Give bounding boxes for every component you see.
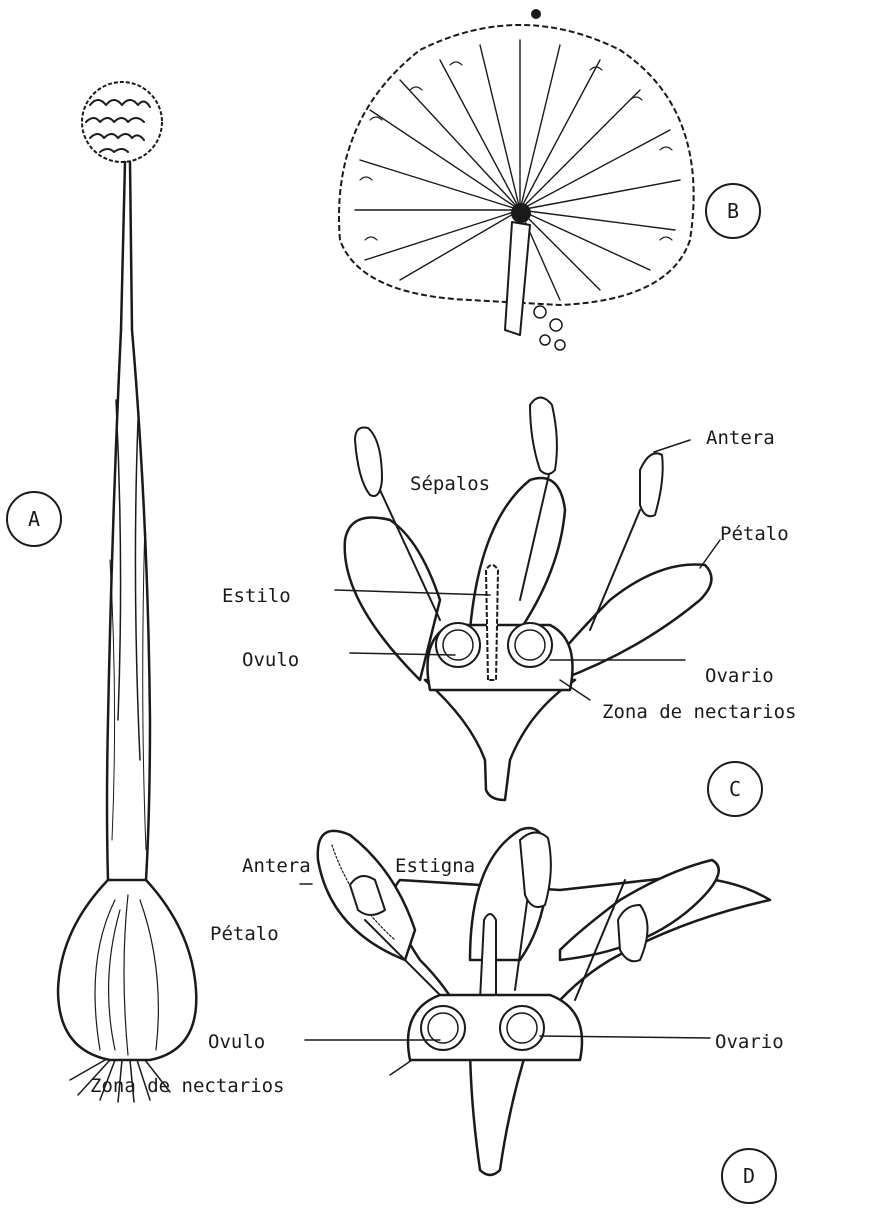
label-c-petalo: Pétalo [720,523,789,545]
label-c-zona: Zona de nectarios [602,701,796,723]
plant-flower-head [82,82,162,162]
label-d-estigna: Estigna [395,855,475,877]
panel-c-flower-section: Antera Sépalos Pétalo Estilo Ovulo Ovari… [222,398,796,817]
label-d-petalo: Pétalo [210,923,279,945]
label-d-antera: Antera [242,855,311,877]
label-d-zona: Zona de nectarios [90,1075,284,1097]
label-c-sepalos: Sépalos [410,473,490,495]
panel-b-umbel: B [339,9,760,350]
panel-a-letter: A [28,507,40,531]
label-c-ovulo: Ovulo [242,649,299,671]
panel-c-letter: C [729,777,741,801]
label-d-ovulo: Ovulo [208,1031,265,1053]
label-c-antera: Antera [706,427,775,449]
label-c-estilo: Estilo [222,585,291,607]
panel-b-letter: B [727,199,739,223]
label-c-ovario: Ovario [705,665,774,687]
panel-d-letter: D [743,1164,755,1188]
panel-a-plant: A [7,82,196,1102]
label-d-ovario: Ovario [715,1031,784,1053]
